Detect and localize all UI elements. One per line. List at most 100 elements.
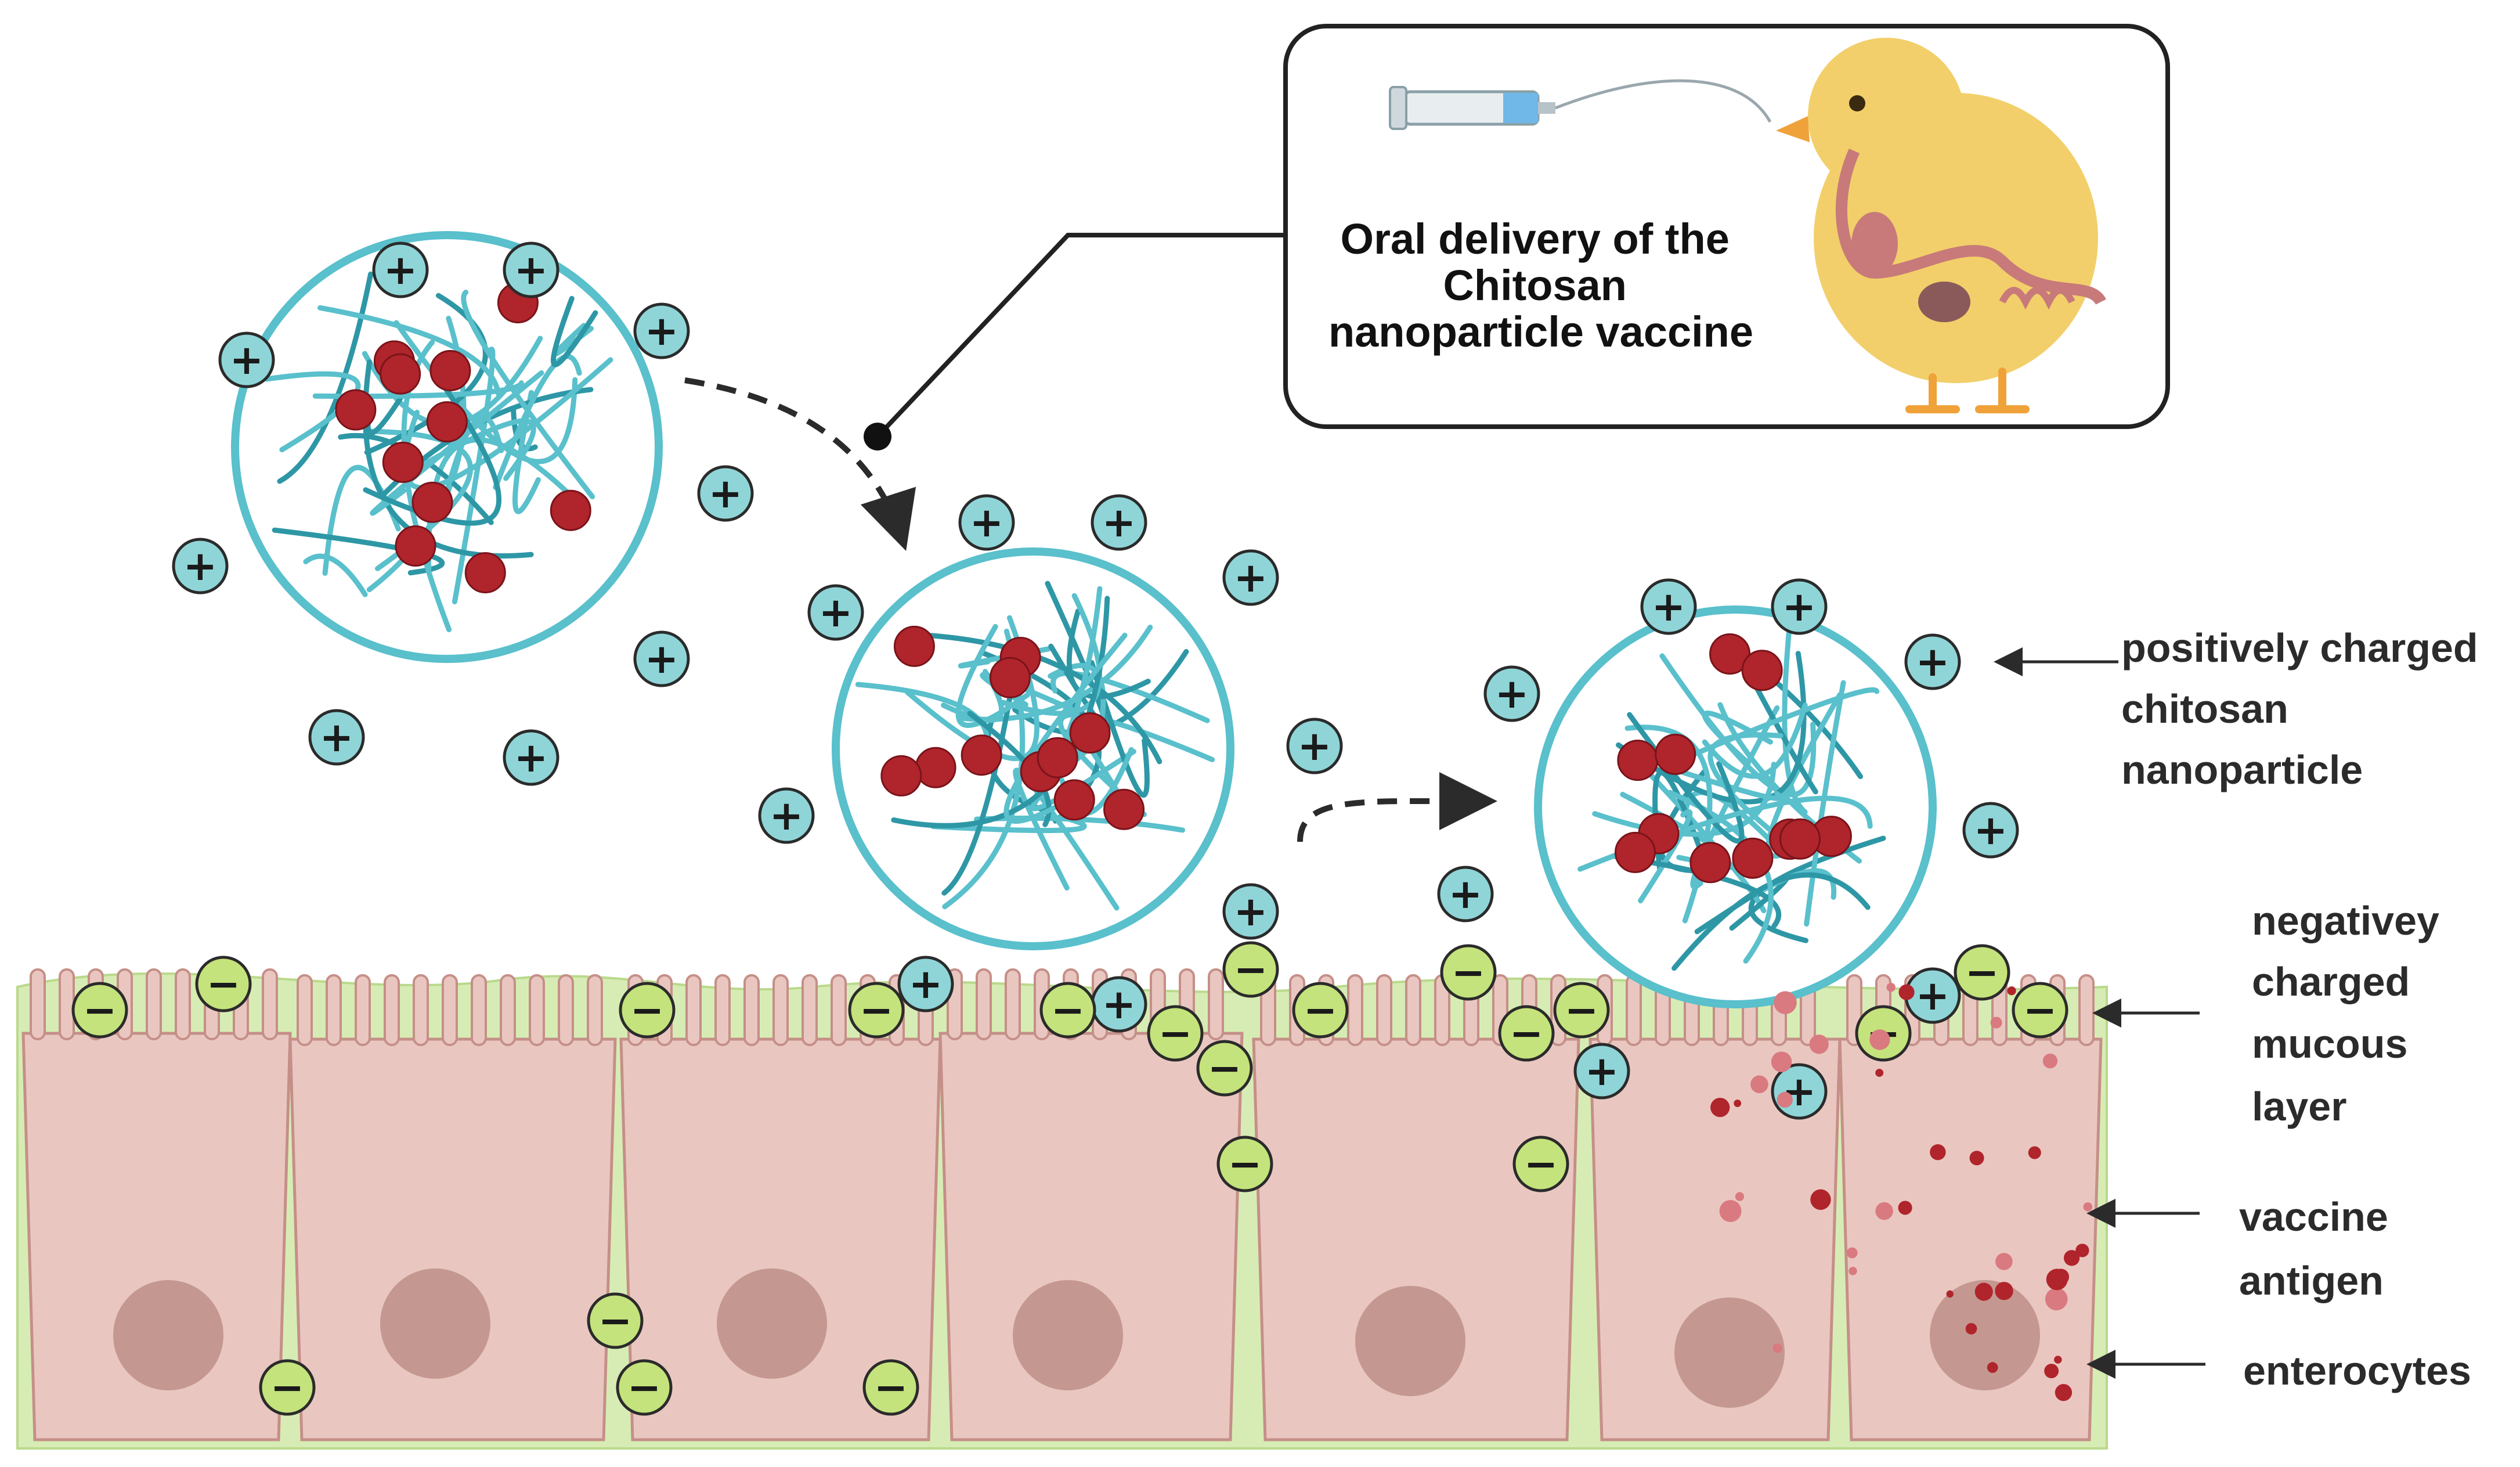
svg-text:+: + [1782, 1068, 1817, 1115]
antigen-dot [1969, 1151, 1984, 1166]
free-charges: −−−−−−−−−−−−−−−−−−−−− [71, 941, 2068, 1416]
negative-charge: − [71, 982, 128, 1039]
negative-charge: − [862, 1359, 919, 1416]
svg-text:+: + [1234, 554, 1268, 601]
antigen-bead [382, 441, 424, 483]
chitosan-nanoparticle-icon: + + + + + + + + + [1437, 578, 2019, 1120]
antigen-dot [2053, 1268, 2070, 1285]
svg-text:+: + [1652, 583, 1686, 630]
label-np-line-1: positively charged [2121, 625, 2478, 671]
svg-text:+: + [1102, 981, 1136, 1028]
antigen-bead [1689, 842, 1731, 884]
positive-charge: + [807, 584, 864, 641]
svg-text:+: + [1974, 806, 2008, 854]
antigen-bead [1615, 831, 1656, 873]
negative-charge: − [1039, 982, 1096, 1039]
positive-charge: + [1091, 494, 1147, 551]
callout-pointer-dot [864, 423, 891, 450]
svg-text:+: + [183, 542, 218, 590]
positive-charge: + [308, 709, 365, 766]
antigen-bead [893, 625, 935, 667]
svg-text:+: + [384, 246, 418, 294]
antigen-bead [380, 353, 421, 395]
antigen-dot [2063, 1250, 2080, 1266]
svg-text:+: + [514, 246, 548, 294]
callout-line-2: Chitosan [1443, 261, 1627, 309]
positive-charge: + [1771, 578, 1828, 635]
negative-charge: − [1147, 1005, 1204, 1062]
positive-charge: + [758, 787, 815, 844]
negative-charge: − [848, 982, 905, 1039]
label-enterocytes-line-1: enterocytes [2243, 1348, 2471, 1393]
svg-text:−: − [860, 986, 894, 1034]
positive-charge: + [1437, 866, 1494, 922]
label-mucous-line-3: mucous [2252, 1021, 2407, 1066]
svg-text:negativey charged: negativey charged mucous layer [2252, 898, 2450, 1129]
svg-text:+: + [909, 960, 943, 1008]
antigen-bead [1037, 737, 1078, 778]
antigen-dot [1875, 1202, 1893, 1220]
annotation-labels: positively charged chitosan nanoparticle… [1994, 625, 2478, 1393]
negative-charge: − [1216, 1136, 1273, 1192]
negative-charge: − [1440, 944, 1497, 1001]
label-np-line-3: nanoparticle [2121, 747, 2363, 792]
svg-text:−: − [83, 986, 117, 1034]
negative-charge: − [1512, 1136, 1569, 1192]
positive-charge: + [372, 242, 429, 298]
antigen-dot [1809, 1035, 1829, 1054]
antigen-bead [1069, 712, 1111, 754]
antigen-dot [1774, 991, 1797, 1014]
svg-text:−: − [1051, 986, 1085, 1034]
positive-charge: + [1286, 718, 1343, 774]
svg-text:+: + [1916, 638, 1950, 686]
svg-text:−: − [1965, 949, 1999, 996]
antigen-bead [915, 747, 956, 788]
positive-charge: + [1573, 1043, 1630, 1100]
label-positively-charged-nanoparticle: positively charged chitosan nanoparticle [1994, 625, 2478, 792]
svg-text:−: − [627, 1364, 662, 1411]
positive-charge: + [1222, 549, 1279, 606]
syringe-icon [1389, 79, 1772, 130]
antigen-dot [1846, 1247, 1858, 1259]
label-mucous-line-4: layer [2252, 1084, 2346, 1129]
negative-charge: − [1553, 982, 1610, 1039]
antigen-dot [1777, 1091, 1793, 1108]
negative-charge: − [587, 1292, 644, 1349]
antigen-bead [1732, 837, 1774, 879]
negative-charge: − [195, 956, 252, 1012]
antigen-dot [1810, 1189, 1831, 1210]
positive-charge: + [503, 729, 559, 786]
antigen-dot [1710, 1098, 1730, 1118]
svg-text:−: − [1452, 949, 1486, 996]
svg-text:−: − [630, 986, 665, 1034]
antigen-dot [2075, 1243, 2089, 1257]
svg-text:+: + [230, 336, 264, 384]
antigen-dot [1990, 1017, 2002, 1029]
positive-charge: + [958, 494, 1015, 551]
antigen-dot [1946, 1290, 1954, 1298]
antigen-dot [1995, 1253, 2013, 1270]
antigen-dot [1886, 983, 1896, 992]
svg-text:−: − [1565, 986, 1599, 1034]
svg-text:−: − [1208, 1044, 1242, 1092]
negative-charge: − [1222, 941, 1279, 998]
enterocyte-cell-icon [1838, 974, 2103, 1441]
negative-charge: − [1498, 1005, 1555, 1062]
antigen-bead [335, 389, 377, 431]
svg-text:−: − [2023, 986, 2057, 1034]
antigen-bead [550, 489, 591, 531]
svg-text:+: + [645, 307, 679, 355]
svg-text:+: + [1298, 722, 1332, 770]
antigen-bead [989, 657, 1031, 698]
nanoparticles: +++++++++++++++++++++++++++ [172, 231, 2019, 1120]
antigen-bead [1103, 788, 1145, 830]
svg-text:+: + [320, 713, 354, 761]
svg-text:+: + [1449, 870, 1483, 918]
positive-charge: + [1771, 1063, 1828, 1120]
svg-text:+: + [1916, 972, 1950, 1019]
negative-charge: − [1954, 944, 2010, 1001]
positive-charge: + [1483, 665, 1540, 722]
label-mucous-layer: negativey charged mucous layer [2092, 898, 2450, 1129]
chick-icon [1776, 38, 2106, 413]
